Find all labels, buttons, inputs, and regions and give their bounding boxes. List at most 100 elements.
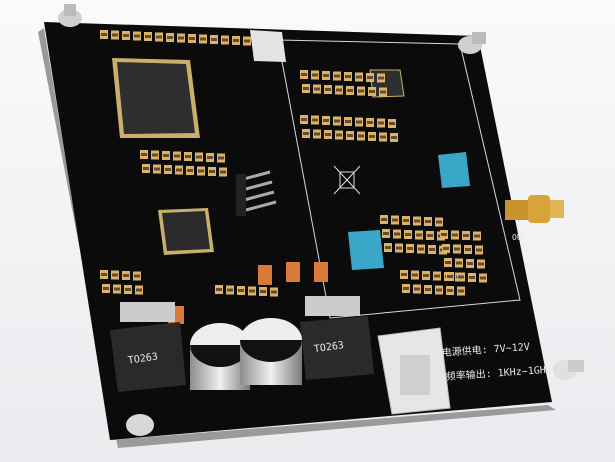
smd-body xyxy=(312,118,318,122)
smd-body xyxy=(394,232,400,236)
smd-body xyxy=(456,261,462,265)
smd-body xyxy=(356,75,362,79)
blue-module-1 xyxy=(438,152,470,188)
smd-body xyxy=(303,87,309,90)
smd-body xyxy=(220,170,226,174)
smd-body xyxy=(383,232,389,235)
smd-body xyxy=(101,273,107,276)
smd-body xyxy=(334,119,340,123)
smd-body xyxy=(367,121,373,124)
smd-body xyxy=(447,275,453,278)
smd-body xyxy=(389,122,395,125)
smd-body xyxy=(452,233,458,237)
smd-body xyxy=(445,261,451,264)
smd-body xyxy=(396,246,402,250)
smd-body xyxy=(347,134,353,137)
smd-body xyxy=(369,135,375,138)
smd-body xyxy=(156,35,162,39)
smd-body xyxy=(244,39,250,43)
smd-body xyxy=(198,169,204,173)
smd-body xyxy=(367,76,373,79)
smd-body xyxy=(112,33,118,37)
smd-body xyxy=(145,35,151,38)
smd-body xyxy=(101,33,107,36)
weee-symbol xyxy=(333,165,361,195)
smd-body xyxy=(301,118,307,121)
smd-body xyxy=(336,88,342,92)
smd-body xyxy=(474,234,480,238)
passive-components xyxy=(100,30,487,297)
smd-body xyxy=(434,274,440,278)
smd-body xyxy=(136,288,142,292)
dc-power-jack xyxy=(377,327,451,415)
smd-body xyxy=(303,132,309,135)
smd-body xyxy=(176,168,182,172)
qfp-chip-2 xyxy=(158,208,214,255)
smd-body xyxy=(392,218,398,222)
smd-body xyxy=(458,289,464,293)
smd-body xyxy=(207,156,213,159)
smd-body xyxy=(134,34,140,38)
smd-body xyxy=(249,289,255,293)
smd-body xyxy=(454,247,460,251)
smd-body xyxy=(381,218,387,221)
smd-body xyxy=(211,38,217,41)
regulator-right: TO263 xyxy=(300,296,374,380)
mounting-standoff xyxy=(58,4,82,27)
smd-body xyxy=(123,34,129,37)
smd-body xyxy=(314,87,320,91)
smd-body xyxy=(414,287,420,291)
smd-body xyxy=(412,273,418,277)
smd-body xyxy=(405,233,411,236)
smd-body xyxy=(112,273,118,277)
smd-body xyxy=(123,274,129,277)
smd-body xyxy=(323,119,329,122)
mcu-chip xyxy=(112,58,200,138)
smd-body xyxy=(347,89,353,92)
smd-body xyxy=(323,74,329,77)
mounting-standoff xyxy=(126,414,154,436)
smd-body xyxy=(222,38,228,42)
smd-body xyxy=(143,167,149,170)
smd-body xyxy=(414,219,420,223)
blue-module-2 xyxy=(348,230,384,270)
mounting-standoff xyxy=(553,360,584,380)
smd-body xyxy=(378,76,384,80)
smd-body xyxy=(125,288,131,291)
smd-body xyxy=(463,234,469,237)
smd-body xyxy=(301,73,307,76)
smd-body xyxy=(218,156,224,160)
smd-body xyxy=(441,233,447,236)
smd-body xyxy=(209,170,215,173)
smd-body xyxy=(425,220,431,223)
svg-text:26.000: 26.000 xyxy=(258,44,283,52)
smd-body xyxy=(114,287,120,291)
svg-text:TO263: TO263 xyxy=(127,352,158,367)
smd-body xyxy=(227,288,233,292)
smd-body xyxy=(480,276,486,280)
smd-body xyxy=(271,290,277,294)
svg-text:TO263: TO263 xyxy=(313,340,344,355)
smd-body xyxy=(334,74,340,78)
smd-body xyxy=(403,219,409,222)
smd-body xyxy=(467,262,473,265)
smd-body xyxy=(154,167,160,171)
smd-body xyxy=(401,273,407,276)
smd-body xyxy=(465,248,471,251)
smd-body xyxy=(436,288,442,292)
sma-connector xyxy=(505,195,564,223)
smd-body xyxy=(200,37,206,41)
smd-body xyxy=(356,120,362,124)
smd-body xyxy=(436,220,442,224)
smd-body xyxy=(185,155,191,158)
smd-body xyxy=(165,168,171,171)
smd-body xyxy=(345,120,351,123)
smd-body xyxy=(378,121,384,125)
smd-body xyxy=(174,154,180,158)
smd-body xyxy=(196,155,202,159)
smd-body xyxy=(358,89,364,93)
smd-body xyxy=(380,90,386,94)
smd-body xyxy=(312,73,318,77)
